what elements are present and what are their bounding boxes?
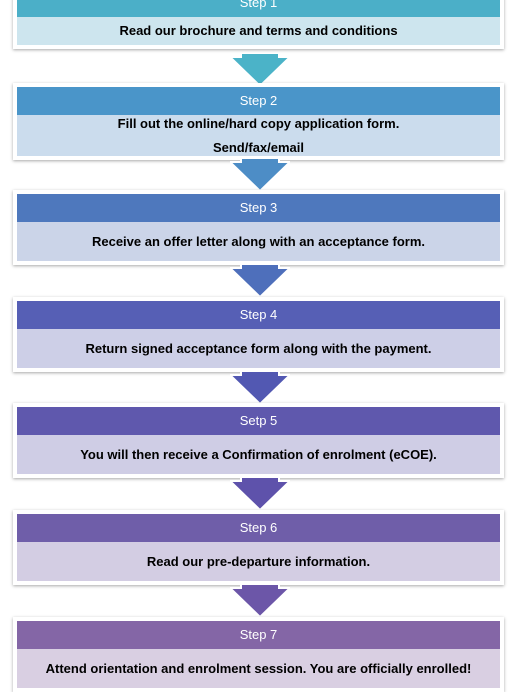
step-5-box: Setp 5 You will then receive a Confirmat… (13, 403, 504, 478)
flow-arrow-2 (230, 158, 290, 191)
step-2-header: Step 2 (17, 87, 500, 115)
step-3-box: Step 3 Receive an offer letter along wit… (13, 190, 504, 265)
step-5-line-1: You will then receive a Confirmation of … (80, 446, 437, 462)
step-2-line-1: Fill out the online/hard copy applicatio… (117, 115, 400, 131)
step-3-body: Receive an offer letter along with an ac… (17, 222, 500, 261)
flow-arrow-4 (230, 371, 290, 404)
step-1-line-1: Read our brochure and terms and conditio… (119, 23, 398, 38)
flow-arrow-1 (230, 53, 290, 86)
arrow-4-shape (230, 371, 290, 404)
step-7-header: Step 7 (17, 621, 500, 649)
step-5-header: Setp 5 (17, 407, 500, 435)
step-6-header: Step 6 (17, 514, 500, 542)
step-3-header: Step 3 (17, 194, 500, 222)
flow-arrow-5 (230, 477, 290, 510)
step-1-body: Read our brochure and terms and conditio… (17, 17, 500, 45)
step-2-line-2: Send/fax/email (212, 139, 305, 155)
step-6-body: Read our pre-departure information. (17, 542, 500, 581)
step-4-header: Step 4 (17, 301, 500, 329)
flow-arrow-3 (230, 264, 290, 297)
step-1-header: Step 1 (17, 0, 500, 17)
arrow-5-shape (230, 477, 290, 510)
step-1-box: Step 1 Read our brochure and terms and c… (13, 0, 504, 49)
step-4-box: Step 4 Return signed acceptance form alo… (13, 297, 504, 372)
step-6-box: Step 6 Read our pre-departure informatio… (13, 510, 504, 585)
flow-arrow-6 (230, 584, 290, 617)
step-4-line-1: Return signed acceptance form along with… (85, 340, 432, 356)
step-7-body: Attend orientation and enrolment session… (17, 649, 500, 688)
arrow-2-shape (230, 158, 290, 191)
step-4-body: Return signed acceptance form along with… (17, 329, 500, 368)
step-2-box: Step 2 Fill out the online/hard copy app… (13, 83, 504, 160)
step-5-body: You will then receive a Confirmation of … (17, 435, 500, 474)
step-7-line-1: Attend orientation and enrolment session… (45, 661, 472, 676)
step-2-body: Fill out the online/hard copy applicatio… (17, 115, 500, 156)
arrow-3-shape (230, 264, 290, 297)
arrow-6-shape (230, 584, 290, 617)
step-7-box: Step 7 Attend orientation and enrolment … (13, 617, 504, 692)
arrow-1-shape (230, 53, 290, 86)
step-6-line-1: Read our pre-departure information. (146, 553, 371, 569)
step-3-line-1: Receive an offer letter along with an ac… (91, 233, 426, 249)
